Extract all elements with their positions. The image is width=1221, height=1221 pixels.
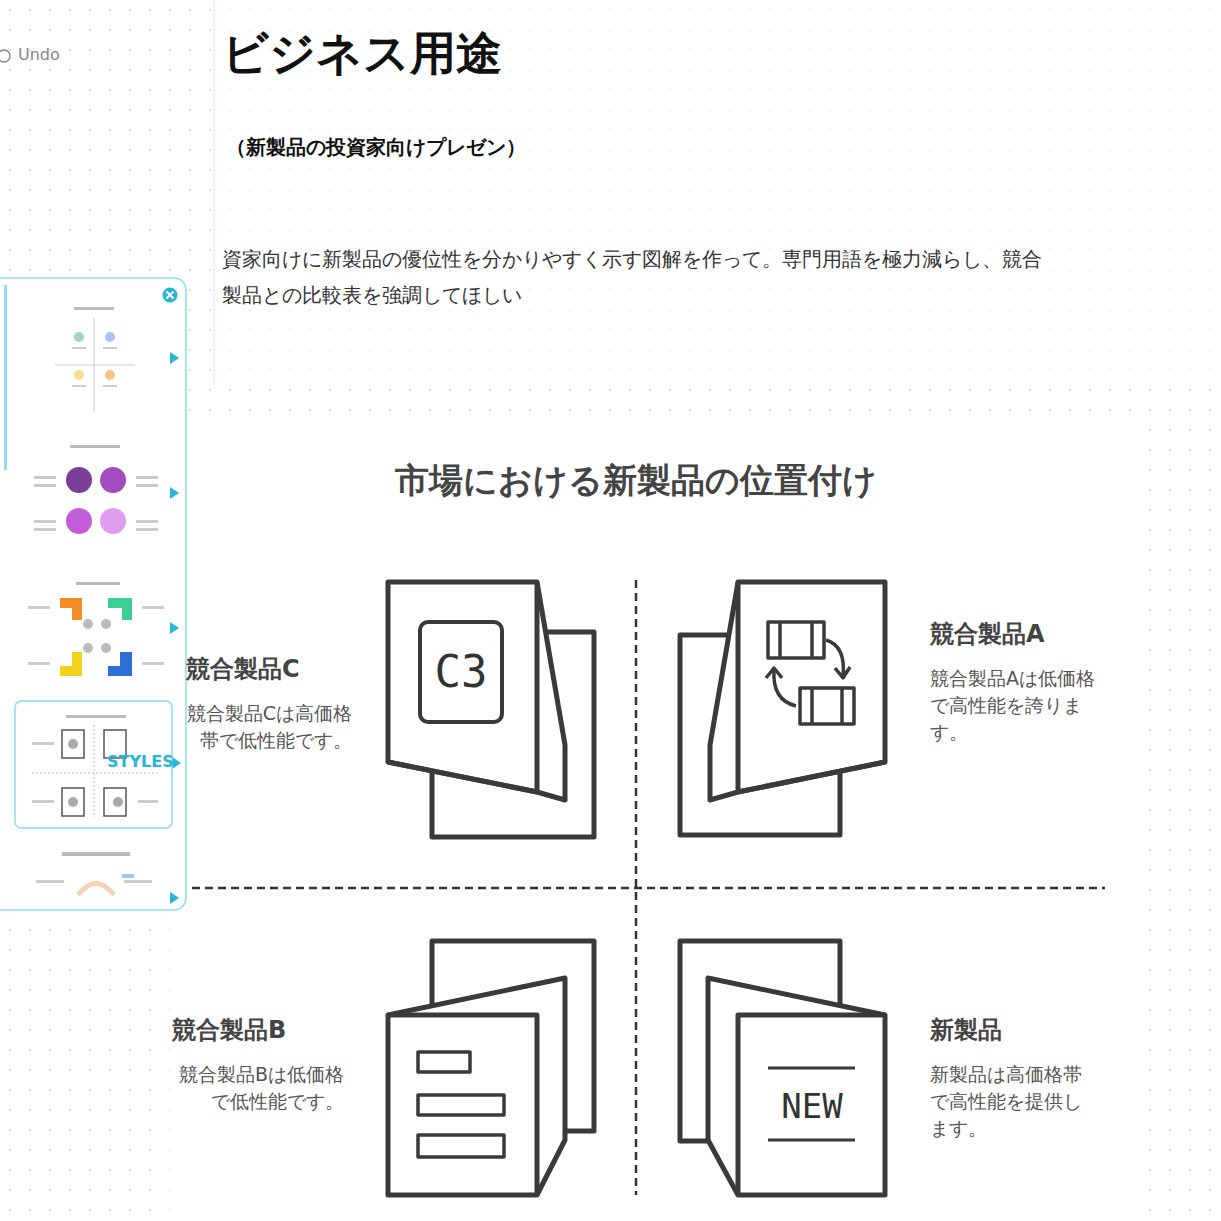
quadrant-text: 競合製品C 競合製品Cは高価格帯で低性能です。 bbox=[186, 655, 352, 754]
icon-text: C3 bbox=[420, 648, 502, 696]
undo-icon bbox=[0, 50, 10, 62]
quadrant-text: 競合製品A 競合製品Aは低価格で高性能を誇ります。 bbox=[930, 620, 1098, 746]
prompt-area bbox=[214, 0, 1221, 385]
quadrant-description: 競合製品Cは高価格帯で低性能です。 bbox=[186, 700, 352, 754]
quadrant-heading: 新製品 bbox=[930, 1016, 1098, 1045]
icon-text: NEW bbox=[762, 1088, 862, 1125]
undo-button: Undo bbox=[18, 46, 60, 64]
quadrant-description: 競合製品Bは低価格で低性能です。 bbox=[172, 1061, 344, 1115]
page-subtitle: （新製品の投資家向けプレゼン） bbox=[226, 136, 526, 158]
diagram-ground bbox=[170, 420, 1140, 1220]
quadrant-text: 競合製品B 競合製品Bは低価格で低性能です。 bbox=[172, 1016, 344, 1115]
quadrant-text: 新製品新製品は高価格帯で高性能を提供します。 bbox=[930, 1016, 1098, 1142]
styles-panel bbox=[0, 278, 186, 910]
quadrant-description: 新製品は高価格帯で高性能を提供します。 bbox=[930, 1061, 1098, 1142]
quadrant-description: 競合製品Aは低価格で高性能を誇ります。 bbox=[930, 665, 1098, 746]
page-heading: ビジネス用途 bbox=[222, 28, 502, 79]
margin-line bbox=[214, 0, 215, 385]
quadrant-heading: 競合製品A bbox=[930, 620, 1098, 649]
quadrant-heading: 競合製品B bbox=[172, 1016, 344, 1045]
styles-label: STYLES bbox=[107, 753, 174, 771]
box-sketches bbox=[388, 582, 885, 1195]
diagram-title: 市場における新製品の位置付け bbox=[336, 460, 936, 501]
prompt-text: 資家向けに新製品の優位性を分かりやすく示す図解を作って。専門用語を極力減らし、競… bbox=[222, 241, 1052, 313]
quadrant-heading: 競合製品C bbox=[186, 655, 352, 684]
